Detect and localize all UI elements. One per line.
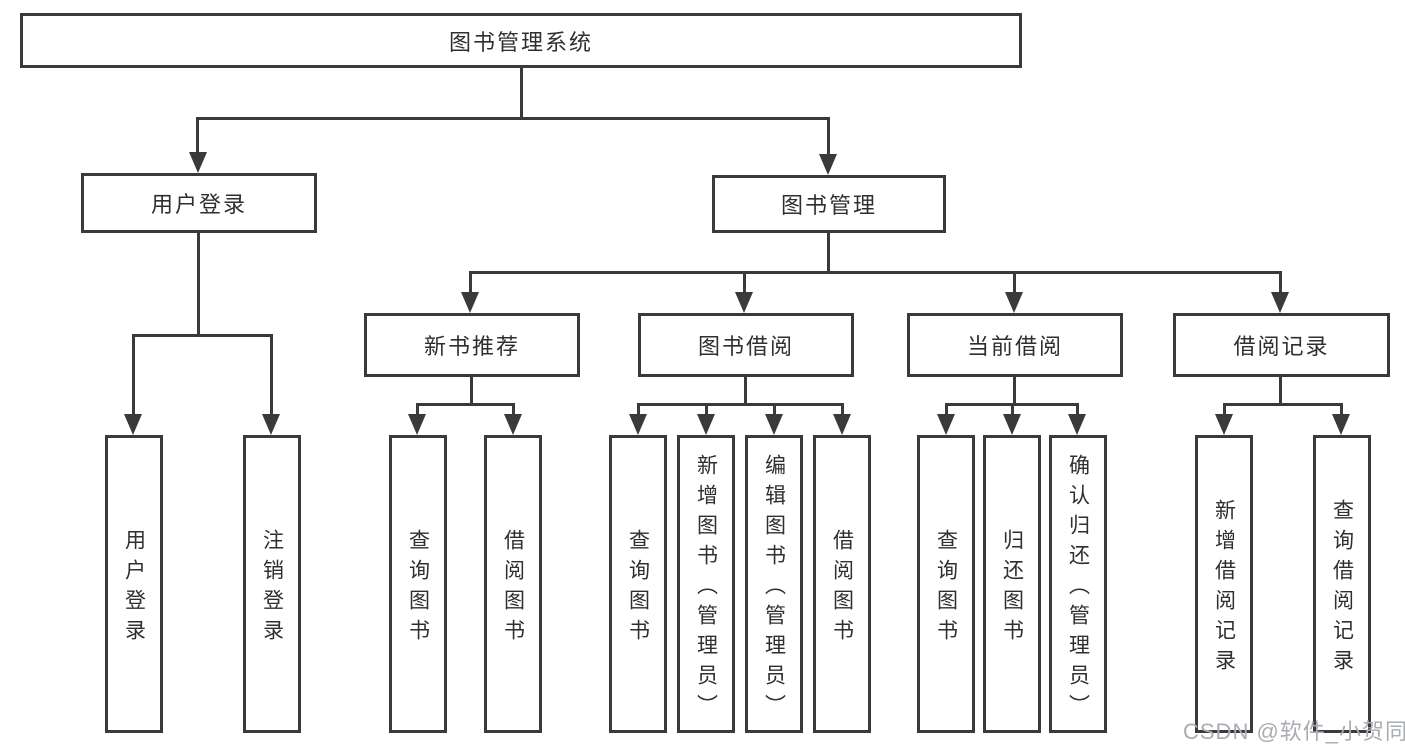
arrow-down-icon <box>461 292 479 313</box>
node-leaf-current-return-books: 归还图书 <box>983 435 1041 733</box>
connector-line <box>469 271 472 295</box>
node-book-borrowing: 图书借阅 <box>638 313 854 377</box>
node-leaf-newbook-borrow-books: 借阅图书 <box>484 435 542 733</box>
connector-line <box>470 377 473 406</box>
node-leaf-borrowing-borrow-books-label: 借阅图书 <box>830 528 854 649</box>
node-leaf-newbook-query-books: 查询图书 <box>389 435 447 733</box>
node-new-book-recommend-label: 新书推荐 <box>423 334 520 359</box>
connector-line <box>705 403 708 416</box>
node-user-login: 用户登录 <box>81 173 317 233</box>
connector-line <box>773 403 776 416</box>
node-leaf-records-add-record: 新增借阅记录 <box>1195 435 1253 733</box>
node-leaf-records-query-record: 查询借阅记录 <box>1313 435 1371 733</box>
arrow-down-icon <box>1332 414 1350 435</box>
connector-line <box>841 403 844 416</box>
connector-line <box>197 117 830 120</box>
connector-line <box>520 68 523 120</box>
node-leaf-borrowing-edit-books: 编辑图书（管理员） <box>745 435 803 733</box>
node-leaf-current-query-books-label: 查询图书 <box>934 528 958 649</box>
node-leaf-newbook-query-books-label: 查询图书 <box>406 528 430 649</box>
node-book-management-label: 图书管理 <box>780 193 877 218</box>
connector-line <box>1279 271 1282 295</box>
node-leaf-current-return-books-label: 归还图书 <box>1000 528 1024 649</box>
connector-line <box>743 271 746 295</box>
node-leaf-borrowing-query-books-label: 查询图书 <box>626 528 650 649</box>
arrow-down-icon <box>735 292 753 313</box>
connector-line <box>1223 403 1226 416</box>
connector-line <box>637 403 843 406</box>
connector-line <box>512 403 515 416</box>
arrow-down-icon <box>262 414 280 435</box>
node-leaf-current-confirm-return: 确认归还（管理员） <box>1049 435 1107 733</box>
connector-line <box>827 117 830 155</box>
node-leaf-logout-label: 注销登录 <box>260 528 284 649</box>
arrow-down-icon <box>1003 414 1021 435</box>
node-leaf-logout: 注销登录 <box>243 435 301 733</box>
arrow-down-icon <box>697 414 715 435</box>
watermark: CSDN @软件_小贺同学 <box>1183 719 1405 744</box>
node-root: 图书管理系统 <box>20 13 1022 68</box>
arrow-down-icon <box>833 414 851 435</box>
connector-line <box>132 334 273 337</box>
node-borrow-records: 借阅记录 <box>1173 313 1390 377</box>
node-leaf-borrowing-query-books: 查询图书 <box>609 435 667 733</box>
node-leaf-current-query-books: 查询图书 <box>917 435 975 733</box>
arrow-down-icon <box>819 154 837 175</box>
connector-line <box>1279 377 1282 406</box>
node-root-label: 图书管理系统 <box>448 29 593 55</box>
connector-line <box>1340 403 1343 416</box>
arrow-down-icon <box>1068 414 1086 435</box>
arrow-down-icon <box>765 414 783 435</box>
node-leaf-current-confirm-return-label: 确认归还（管理员） <box>1066 453 1090 724</box>
connector-line <box>1011 403 1014 416</box>
connector-line <box>1013 271 1016 295</box>
arrow-down-icon <box>1005 292 1023 313</box>
node-leaf-user-login-label: 用户登录 <box>122 528 146 649</box>
arrow-down-icon <box>937 414 955 435</box>
node-borrow-records-label: 借阅记录 <box>1233 334 1330 359</box>
node-new-book-recommend: 新书推荐 <box>364 313 580 377</box>
node-leaf-records-add-record-label: 新增借阅记录 <box>1212 498 1236 679</box>
connector-line <box>1223 403 1343 406</box>
connector-line <box>827 233 830 274</box>
connector-line <box>132 334 135 415</box>
connector-line <box>469 271 1282 274</box>
node-leaf-user-login: 用户登录 <box>105 435 163 733</box>
connector-line <box>945 403 948 416</box>
connector-line <box>416 403 419 416</box>
connector-line <box>196 117 199 153</box>
connector-line <box>744 377 747 406</box>
arrow-down-icon <box>189 152 207 173</box>
connector-line <box>1076 403 1079 416</box>
connector-line <box>1013 377 1016 406</box>
node-leaf-newbook-borrow-books-label: 借阅图书 <box>501 528 525 649</box>
connector-line <box>416 403 515 406</box>
node-leaf-borrowing-borrow-books: 借阅图书 <box>813 435 871 733</box>
arrow-down-icon <box>504 414 522 435</box>
node-current-borrowing: 当前借阅 <box>907 313 1123 377</box>
arrow-down-icon <box>124 414 142 435</box>
connector-line <box>637 403 640 416</box>
arrow-down-icon <box>1271 292 1289 313</box>
arrow-down-icon <box>408 414 426 435</box>
connector-line <box>270 334 273 415</box>
arrow-down-icon <box>1215 414 1233 435</box>
node-book-management: 图书管理 <box>712 175 946 233</box>
node-leaf-borrowing-edit-books-label: 编辑图书（管理员） <box>762 453 786 724</box>
node-current-borrowing-label: 当前借阅 <box>966 334 1063 359</box>
arrow-down-icon <box>629 414 647 435</box>
node-leaf-borrowing-add-books: 新增图书（管理员） <box>677 435 735 733</box>
node-leaf-records-query-record-label: 查询借阅记录 <box>1330 498 1354 679</box>
connector-line <box>197 233 200 337</box>
node-user-login-label: 用户登录 <box>150 192 247 217</box>
node-book-borrowing-label: 图书借阅 <box>697 334 794 359</box>
node-leaf-borrowing-add-books-label: 新增图书（管理员） <box>694 453 718 724</box>
